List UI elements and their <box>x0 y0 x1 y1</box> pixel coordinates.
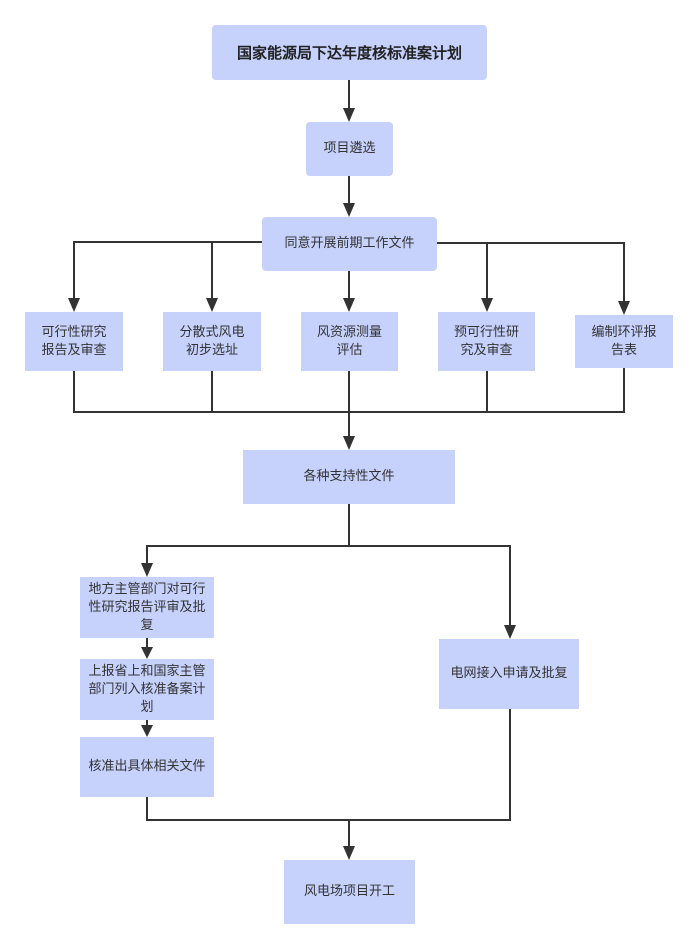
edge-support-local-review <box>146 545 349 565</box>
node-report-upward[interactable]: 上报省上和国家主管部门列入核准备案计划 <box>80 659 214 720</box>
node-start[interactable]: 国家能源局下达年度核标准案计划 <box>212 25 487 80</box>
node-support-docs-label: 各种支持性文件 <box>303 469 395 484</box>
node-wind-resource-label: 风资源测量评估 <box>316 324 382 358</box>
node-local-review[interactable]: 地方主管部门对可行性研究报告评审及批复 <box>80 577 214 638</box>
arrowhead <box>618 301 630 315</box>
node-pre-feasibility-label: 预可行性研究及审查 <box>453 324 519 358</box>
node-wind-resource[interactable]: 风资源测量评估 <box>301 312 398 371</box>
arrowhead <box>343 436 355 450</box>
arrowhead <box>68 298 80 312</box>
node-env-report[interactable]: 编制环评报告表 <box>575 315 673 368</box>
arrowhead <box>481 298 493 312</box>
node-grid-access[interactable]: 电网接入申请及批复 <box>439 639 579 709</box>
arrowhead <box>141 725 153 737</box>
node-pre-feasibility[interactable]: 预可行性研究及审查 <box>438 312 535 371</box>
node-approval-docs[interactable]: 核准出具体相关文件 <box>80 737 214 797</box>
node-approval-docs-label: 核准出具体相关文件 <box>88 759 206 774</box>
edge-support-grid-access <box>349 545 511 627</box>
arrowhead <box>343 298 355 312</box>
node-approval-prelim[interactable]: 同意开展前期工作文件 <box>262 217 437 271</box>
node-selection-label: 项目遴选 <box>323 141 376 156</box>
edge-approval-env-report <box>437 242 625 303</box>
node-report-upward-label: 上报省上和国家主管部门列入核准备案计划 <box>88 663 206 715</box>
arrowhead <box>343 203 355 217</box>
node-feasibility[interactable]: 可行性研究报告及审查 <box>25 312 123 371</box>
node-env-report-label: 编制环评报告表 <box>591 324 657 358</box>
edge-approval-feasibility <box>73 241 262 300</box>
node-selection[interactable]: 项目遴选 <box>306 122 393 176</box>
node-construction-label: 风电场项目开工 <box>303 884 395 899</box>
node-approval-prelim-label: 同意开展前期工作文件 <box>284 236 415 251</box>
arrowhead <box>206 298 218 312</box>
node-support-docs[interactable]: 各种支持性文件 <box>243 450 455 504</box>
arrowhead <box>141 647 153 659</box>
node-local-review-label: 地方主管部门对可行性研究报告评审及批复 <box>88 581 206 633</box>
arrowhead <box>343 846 355 860</box>
node-site-selection-label: 分散式风电初步选址 <box>179 324 245 358</box>
node-grid-access-label: 电网接入申请及批复 <box>450 666 568 681</box>
arrowhead <box>141 563 153 577</box>
arrowhead <box>343 108 355 122</box>
arrowhead <box>504 625 516 639</box>
node-feasibility-label: 可行性研究报告及审查 <box>41 324 107 358</box>
node-construction[interactable]: 风电场项目开工 <box>284 860 415 924</box>
edge-merge-construction <box>146 709 511 821</box>
node-site-selection[interactable]: 分散式风电初步选址 <box>163 312 261 371</box>
node-start-label: 国家能源局下达年度核标准案计划 <box>236 43 462 62</box>
